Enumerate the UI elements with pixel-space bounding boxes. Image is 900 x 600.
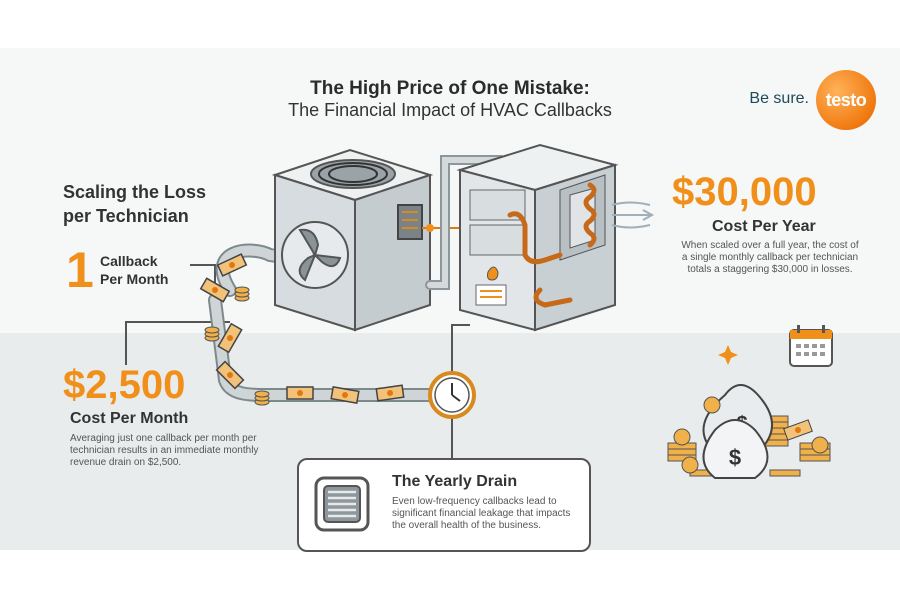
yearly-drain-description: Even low-frequency callbacks lead to sig… bbox=[392, 496, 571, 531]
money-bags-icon: $ $ bbox=[667, 345, 831, 479]
ac-condenser-icon bbox=[271, 148, 434, 332]
scaling-title: Scaling the Loss per Technician bbox=[63, 180, 206, 228]
vent-grille-icon bbox=[314, 476, 370, 532]
clock-icon bbox=[428, 371, 476, 419]
yearly-drain-title: The Yearly Drain bbox=[392, 473, 518, 490]
yearly-cost-label: Cost Per Year bbox=[712, 218, 816, 235]
cash-bills-icon bbox=[199, 253, 405, 405]
page-subtitle: The Financial Impact of HVAC Callbacks bbox=[288, 100, 612, 120]
monthly-cost-value: $2,500 bbox=[63, 363, 186, 407]
callback-label-line2: Per Month bbox=[100, 271, 169, 287]
calendar-icon bbox=[789, 325, 833, 367]
furnace-unit-icon bbox=[456, 143, 619, 332]
airflow-arrows-icon bbox=[611, 201, 655, 229]
scaling-title-line1: Scaling the Loss bbox=[63, 182, 207, 202]
brand-block: Be sure. testo bbox=[726, 70, 876, 130]
callback-label-line1: Callback bbox=[100, 253, 158, 269]
yearly-cost-value: $30,000 bbox=[672, 170, 817, 214]
footer-background bbox=[0, 550, 900, 600]
monthly-cost-description: Averaging just one callback per month pe… bbox=[70, 433, 259, 468]
callback-label: Callback Per Month bbox=[100, 252, 168, 288]
monthly-cost-label: Cost Per Month bbox=[70, 410, 189, 427]
yearly-drain-card: The Yearly Drain Even low-frequency call… bbox=[297, 458, 591, 552]
page-title: The High Price of One Mistake: bbox=[310, 78, 590, 99]
yearly-cost-description: When scaled over a full year, the cost o… bbox=[681, 240, 859, 275]
coin-stack-icon bbox=[204, 286, 270, 406]
scaling-title-line2: per Technician bbox=[63, 206, 189, 226]
testo-logo: testo bbox=[816, 70, 876, 130]
month-connector-line bbox=[125, 321, 230, 365]
brand-tagline: Be sure. bbox=[749, 90, 809, 107]
connector-dot bbox=[426, 224, 434, 232]
callback-count: 1 bbox=[66, 242, 94, 298]
clock-to-furnace-line bbox=[451, 324, 470, 375]
copper-coil-icon bbox=[507, 182, 597, 308]
svg-text:$: $ bbox=[729, 445, 741, 470]
